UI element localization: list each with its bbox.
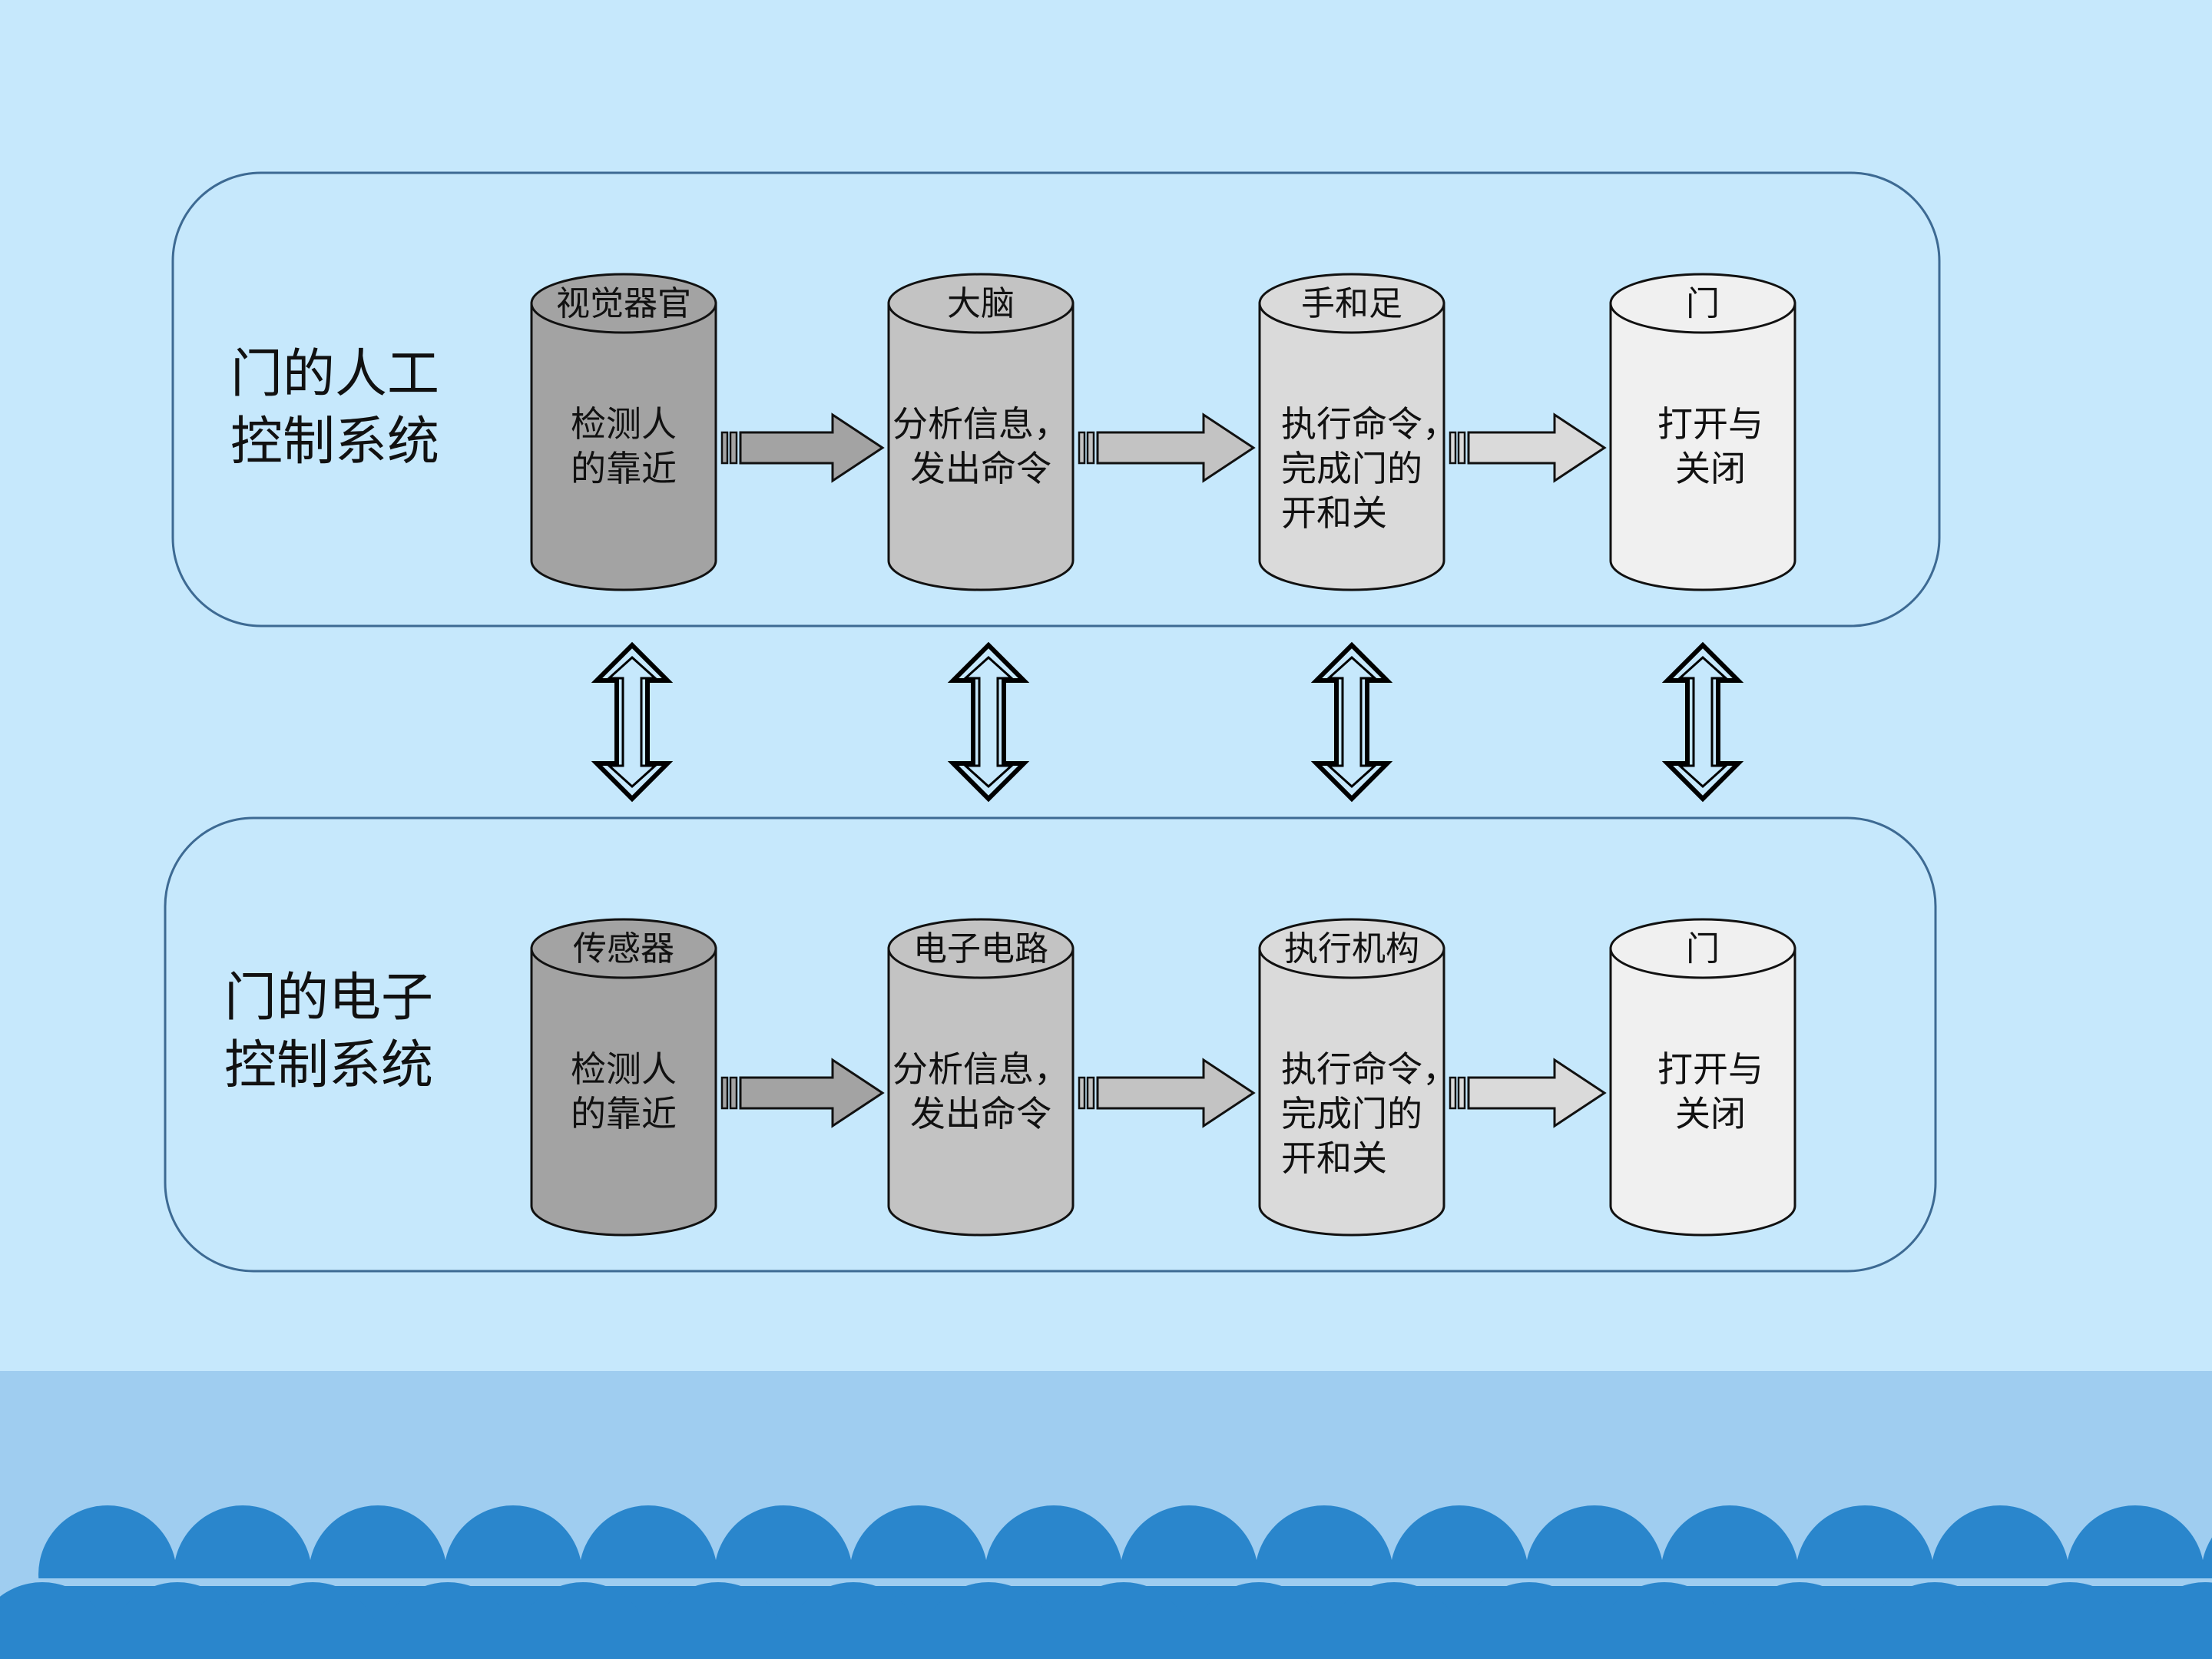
cylinder-body [887,947,1075,1237]
cylinder-top [1258,273,1445,334]
correspondence-arrow [1661,641,1744,803]
stage-description: 分析信息，发出命令 [892,403,1069,489]
wave-scallop [919,1582,1058,1659]
correspondence-arrow [591,641,674,803]
cylinder-top [530,918,717,979]
cylinder-top [1609,273,1796,334]
system-panel: 门的电子控制系统传感器检测人的靠近电子电路分析信息，发出命令执行机构执行命令，完… [164,816,1937,1273]
flow-arrow [1449,1058,1607,1128]
system-panels: 门的人工控制系统视觉器官检测人的靠近大脑分析信息，发出命令手和足执行命令，完成门… [164,171,1941,1273]
stage-header: 电子电路 [913,929,1048,969]
cylinder-body [1258,947,1445,1237]
cylinder-body [530,947,717,1237]
wave-scallop [0,1582,111,1659]
stage-header: 手和足 [1301,284,1402,323]
stage-header: 大脑 [947,284,1015,323]
wave-scallop [2001,1582,2139,1659]
wave-scallop [1190,1582,1328,1659]
wave-scallop [1866,1582,2004,1659]
wave-scallop [243,1582,382,1659]
cylinder-body [887,302,1075,591]
wave-scallop [1325,1582,1463,1659]
wave-scallop [108,1582,247,1659]
stage-description: 执行命令，完成门的开和关 [1281,403,1458,534]
system-panel: 门的人工控制系统视觉器官检测人的靠近大脑分析信息，发出命令手和足执行命令，完成门… [171,171,1941,628]
wave-scallop [649,1582,787,1659]
stage-header: 视觉器官 [556,284,691,323]
cylinder-body [1609,302,1796,591]
panel-border [171,171,1941,628]
wave-scallop [379,1582,517,1659]
cylinder-top [1609,918,1796,979]
footer-wave-decoration [0,1371,2212,1659]
flow-arrow [720,1058,885,1128]
system-label: 门的人工控制系统 [230,344,439,472]
stage-description: 分析信息，发出命令 [892,1048,1069,1134]
cylinder-top [530,273,717,334]
correspondence-arrow [1310,641,1393,803]
wave-scallop [1055,1582,1193,1659]
stage-description: 打开与关闭 [1657,403,1763,489]
stage-header: 门 [1686,284,1720,323]
wave-scallop [784,1582,922,1659]
system-label: 门的电子控制系统 [224,968,433,1096]
wave-scallop [1460,1582,1598,1659]
flow-arrow [720,412,885,483]
cylinder-top [1258,918,1445,979]
cylinder-body [1258,302,1445,591]
cylinder-body [1609,947,1796,1237]
cylinder-top [887,918,1075,979]
stage-description: 检测人的靠近 [571,403,677,489]
wave-scallop [2136,1582,2212,1659]
correspondence-arrow [947,641,1030,803]
correspondence-arrows [591,641,1744,803]
wave-scallop [1595,1582,1734,1659]
cylinder-top [887,273,1075,334]
wave-scallop [1730,1582,1869,1659]
cylinder-body [530,302,717,591]
flow-arrow [1449,412,1607,483]
stage-header: 门 [1686,929,1720,969]
flow-arrow [1078,1058,1256,1128]
stage-header: 执行机构 [1284,929,1419,969]
stage-description: 执行命令，完成门的开和关 [1281,1048,1458,1179]
flow-arrow [1078,412,1256,483]
wave-scallop [514,1582,652,1659]
stage-description: 打开与关闭 [1657,1048,1763,1134]
stage-description: 检测人的靠近 [571,1048,677,1134]
panel-border [164,816,1937,1273]
wave-gap [0,1578,2212,1586]
stage-header: 传感器 [573,929,674,969]
